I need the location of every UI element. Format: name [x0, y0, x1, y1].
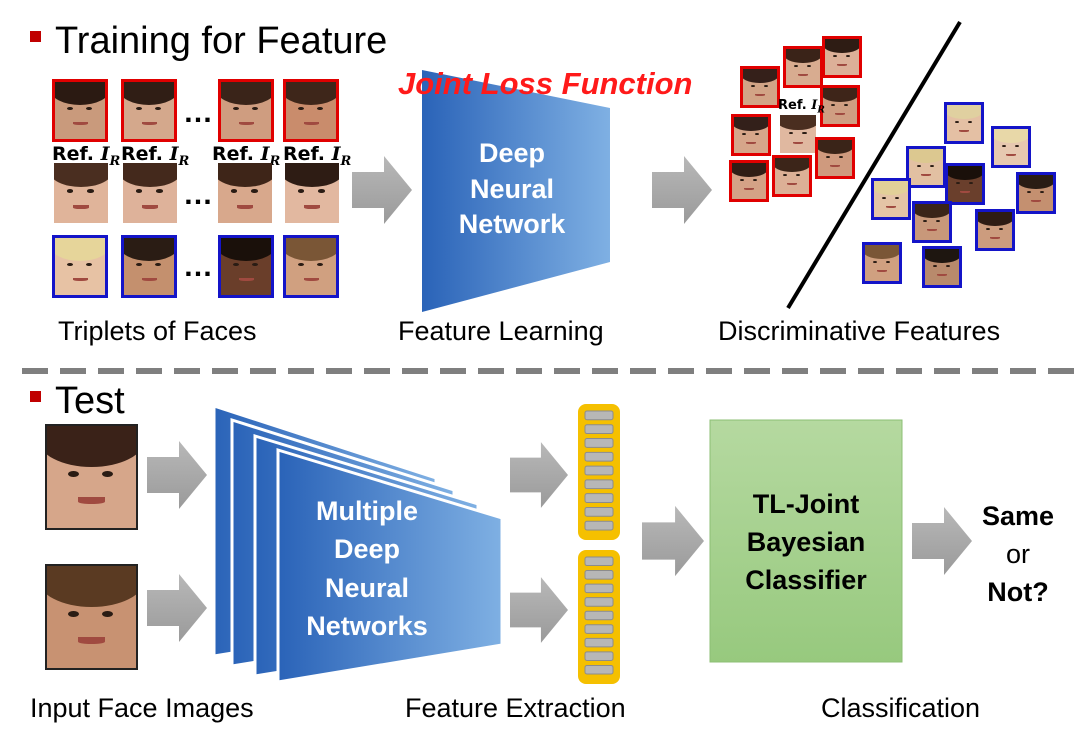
classifier-label: TL-Joint Bayesian Classifier	[745, 489, 867, 595]
arrow-network-to-features	[652, 156, 712, 224]
arrow-input-2	[147, 574, 207, 642]
feature-cell	[584, 664, 614, 675]
face-image	[783, 46, 823, 88]
face-image	[945, 163, 985, 205]
ellipsis: …	[183, 178, 214, 211]
face-image	[822, 36, 862, 78]
feature-cell	[584, 506, 614, 517]
feature-cell	[584, 520, 614, 531]
arrow-features-to-classifier	[642, 505, 704, 577]
feature-cell	[584, 597, 614, 607]
arrow-triplets-to-network	[352, 156, 412, 224]
face-image	[54, 163, 108, 223]
reference-label: Ref. IR	[778, 98, 825, 116]
feature-vector-2	[578, 550, 620, 684]
joint-loss-label: Joint Loss Function	[398, 66, 693, 101]
caption-classification: Classification	[821, 693, 981, 723]
caption-triplets: Triplets of Faces	[58, 316, 257, 346]
face-image	[283, 79, 339, 142]
face-image	[906, 146, 946, 188]
feature-cell	[584, 465, 614, 476]
input-face-image	[45, 424, 138, 530]
face-image	[218, 79, 274, 142]
ellipsis: …	[183, 250, 214, 283]
face-image	[975, 209, 1015, 251]
feature-cell	[584, 651, 614, 661]
caption-input-face-images: Input Face Images	[30, 693, 254, 723]
caption-discriminative-features: Discriminative Features	[718, 316, 1001, 346]
face-image	[780, 115, 816, 153]
result-label: Same or Not?	[981, 501, 1055, 607]
face-image	[729, 160, 769, 202]
caption-feature-extraction: Feature Extraction	[405, 693, 626, 723]
face-image	[121, 79, 177, 142]
face-image	[991, 126, 1031, 168]
face-image	[862, 242, 902, 284]
face-image	[815, 137, 855, 179]
class-separator-line	[786, 20, 962, 310]
bullet-icon	[30, 31, 41, 43]
face-image	[121, 235, 177, 298]
arrow-network-to-feature-1	[510, 442, 568, 508]
arrow-classifier-to-result	[912, 507, 972, 575]
test-section-title: Test	[30, 382, 125, 420]
feature-cell	[584, 624, 614, 634]
face-image	[912, 201, 952, 243]
multiple-networks-stack	[212, 403, 504, 684]
classifier-box	[709, 419, 903, 663]
feature-cell	[584, 479, 614, 490]
arrow-network-to-feature-2	[510, 577, 568, 643]
reference-label: Ref. IR	[212, 143, 281, 169]
feature-cell	[584, 493, 614, 503]
face-image	[285, 163, 339, 223]
deep-neural-network-shape	[422, 70, 610, 312]
feature-cell	[584, 438, 614, 448]
arrow-input-1	[147, 441, 207, 509]
face-image	[871, 178, 911, 220]
feature-cell	[584, 570, 614, 580]
input-face-image	[45, 564, 138, 670]
face-image	[731, 114, 771, 156]
caption-feature-learning: Feature Learning	[398, 316, 604, 346]
feature-cell	[584, 583, 614, 594]
feature-cell	[584, 556, 614, 567]
reference-label: Ref. IR	[283, 143, 352, 169]
reference-label: Ref. IR	[52, 143, 121, 169]
face-image	[944, 102, 984, 144]
feature-cell	[584, 410, 614, 421]
face-image	[283, 235, 339, 298]
deep-neural-network-label: Deep Neural Network	[458, 138, 566, 240]
face-image	[820, 85, 860, 127]
feature-vector-1	[578, 404, 620, 540]
face-image	[52, 235, 108, 298]
face-image	[52, 79, 108, 142]
feature-cell	[584, 637, 614, 648]
face-image	[740, 66, 780, 108]
face-image	[218, 235, 274, 298]
reference-label: Ref. IR	[121, 143, 190, 169]
feature-cell	[584, 451, 614, 462]
feature-cell	[584, 424, 614, 435]
ellipsis: …	[183, 96, 214, 129]
multiple-networks-label: Multiple Deep Neural Networks	[306, 496, 428, 641]
face-image	[922, 246, 962, 288]
feature-cell	[584, 610, 614, 621]
face-image	[123, 163, 177, 223]
face-image	[772, 155, 812, 197]
face-image	[218, 163, 272, 223]
bullet-icon	[30, 391, 41, 403]
training-section-title: Training for Feature	[30, 22, 387, 60]
face-image	[1016, 172, 1056, 214]
